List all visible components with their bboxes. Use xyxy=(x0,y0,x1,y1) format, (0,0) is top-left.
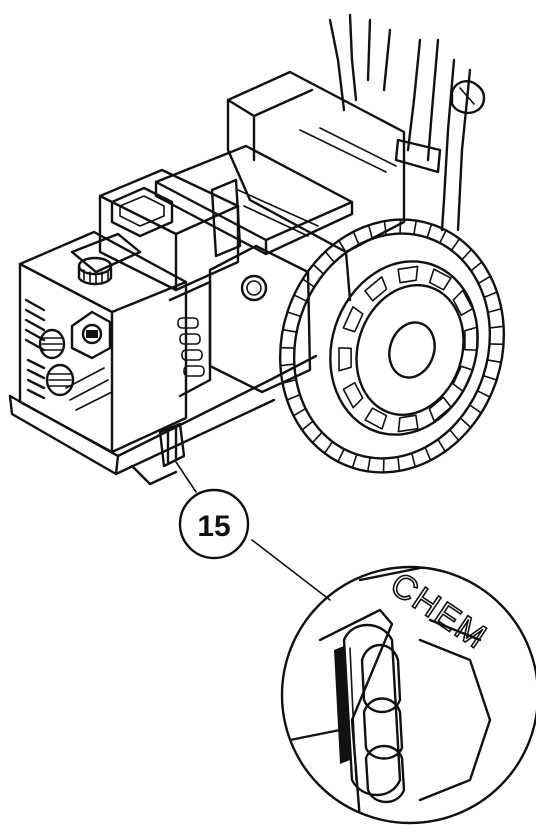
wheel-spokes xyxy=(338,265,478,433)
tread-lug xyxy=(448,428,460,442)
tread-lug xyxy=(311,431,323,444)
tread-lug xyxy=(292,407,307,417)
tread-lug xyxy=(476,389,491,398)
chem-inlet-fitting xyxy=(70,310,112,360)
pressure-knob xyxy=(70,232,142,286)
tread-lug xyxy=(324,250,336,264)
tread-lug xyxy=(413,219,418,236)
tread-lug xyxy=(397,456,401,472)
tread-lug xyxy=(301,278,316,288)
spoke-slot xyxy=(338,347,352,372)
tread-lug xyxy=(286,393,301,401)
chem-valve xyxy=(334,623,406,804)
tread-lug xyxy=(301,420,314,431)
tread-lug xyxy=(293,294,308,303)
tread-lug xyxy=(312,263,325,275)
tread-lug xyxy=(437,438,446,453)
pump-housing xyxy=(18,230,188,454)
tread-lug xyxy=(450,237,461,252)
tread-lug xyxy=(461,248,473,261)
tread-lug xyxy=(337,448,345,463)
tread-lug xyxy=(487,307,503,314)
control-box xyxy=(98,168,242,292)
tread-lug xyxy=(424,446,432,462)
detail-inset: CHEM xyxy=(280,565,536,825)
tread-lug xyxy=(486,359,502,364)
spoke-slot xyxy=(452,289,474,317)
motor-vents xyxy=(177,317,205,377)
tread-lug xyxy=(352,230,360,246)
tread-lug xyxy=(426,223,433,239)
tread-lug xyxy=(483,291,498,299)
tread-lug xyxy=(459,417,472,429)
spoke-slot xyxy=(342,381,364,409)
tread-lug xyxy=(323,440,334,455)
tread-lug xyxy=(482,374,498,381)
wheel xyxy=(278,218,506,474)
spoke-slot xyxy=(364,407,388,430)
chem-label: CHEM xyxy=(384,565,495,657)
spoke-slot xyxy=(452,365,474,393)
spoke-slot xyxy=(364,276,388,302)
tread-lug xyxy=(410,452,417,468)
spoke-slot xyxy=(342,305,364,333)
tread-lug xyxy=(439,229,447,244)
tread-lug xyxy=(281,378,297,385)
spoke-slot xyxy=(428,268,452,291)
outlet-fitting xyxy=(38,328,66,360)
tread-lug xyxy=(383,220,387,236)
tread-lug xyxy=(286,311,302,318)
callout-15: 15 xyxy=(175,461,331,601)
inlet-fitting xyxy=(45,363,75,397)
handle-frame xyxy=(328,13,486,232)
spoke-slot xyxy=(464,326,478,351)
tread-lug xyxy=(367,224,374,240)
base-skid xyxy=(8,354,318,486)
tread-lug xyxy=(351,453,358,469)
spoke-slot xyxy=(397,414,419,433)
wheel-tread xyxy=(279,218,505,474)
tread-lug xyxy=(282,328,298,333)
spoke-slot xyxy=(428,396,452,422)
tread-lug xyxy=(468,404,483,414)
spoke-slot xyxy=(397,265,419,284)
callout-number: 15 xyxy=(197,510,230,543)
tread-lug xyxy=(488,325,505,329)
tread-lug xyxy=(366,456,371,473)
tread-lug xyxy=(477,275,492,285)
tread-lug xyxy=(470,261,483,272)
tread-lug xyxy=(338,239,347,254)
tread-lug xyxy=(279,363,296,367)
motor-block xyxy=(168,244,312,398)
